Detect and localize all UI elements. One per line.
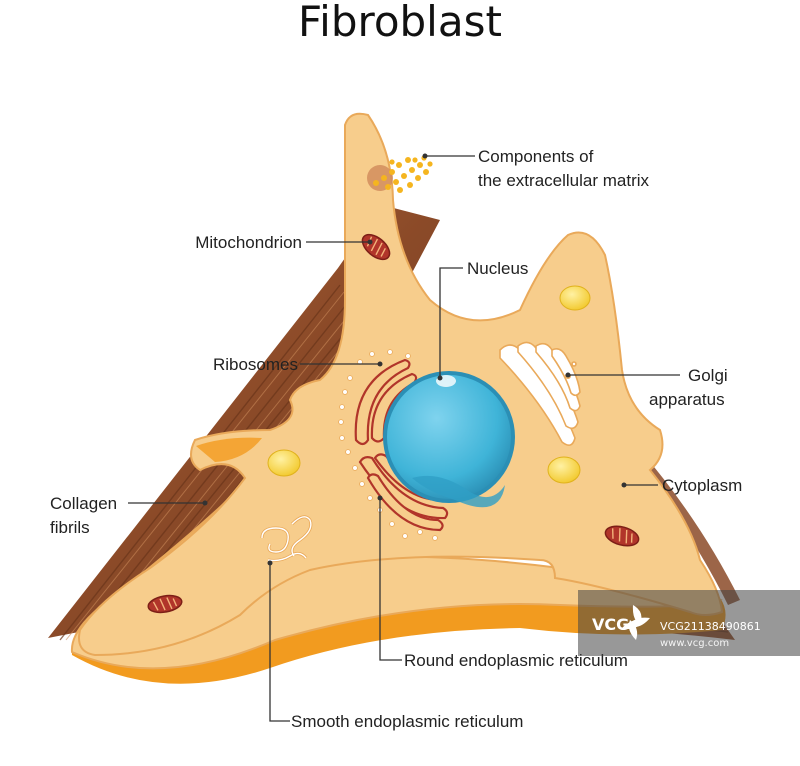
watermark-logo-icon [622, 605, 650, 640]
diagram-title: Fibroblast [298, 0, 502, 46]
label-golgi-line2: apparatus [649, 390, 725, 409]
label-nucleus: Nucleus [467, 259, 528, 278]
label-smooth-er: Smooth endoplasmic reticulum [291, 712, 523, 731]
watermark-id: VCG21138490861 [660, 620, 761, 633]
ecm-components [367, 155, 433, 193]
leader-lines [128, 153, 680, 722]
golgi-apparatus [499, 341, 581, 446]
label-rough-er: Round endoplasmic reticulum [404, 651, 628, 670]
label-cytoplasm: Cytoplasm [662, 476, 742, 495]
watermark-brand: VCG [592, 615, 629, 634]
smooth-er-inner [261, 516, 312, 562]
rough-er [354, 358, 449, 532]
label-collagen-line1: Collagen [50, 494, 117, 513]
label-ribosomes: Ribosomes [213, 355, 298, 374]
label-mitochondrion: Mitochondrion [195, 233, 302, 252]
labels: Components of the extracellular matrix M… [50, 147, 742, 731]
label-golgi-line1: Golgi [688, 366, 728, 385]
lipid-droplets [267, 285, 591, 484]
label-ecm-line1: Components of [478, 147, 594, 166]
watermark: VCG VCG21138490861 www.vcg.com [578, 590, 800, 656]
label-collagen-line2: fibrils [50, 518, 90, 537]
watermark-site: www.vcg.com [660, 638, 729, 649]
label-ecm-line2: the extracellular matrix [478, 171, 650, 190]
ribosomes [338, 349, 438, 541]
